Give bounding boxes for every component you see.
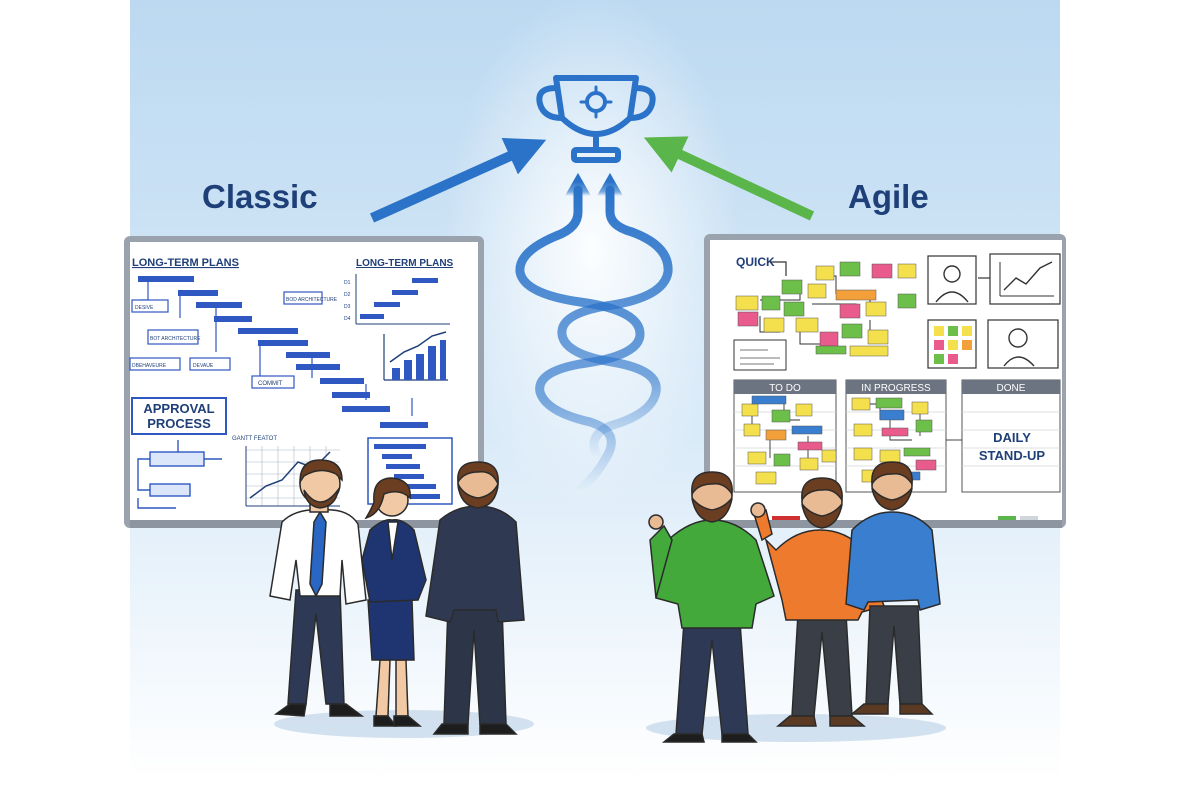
row-label-2: D2	[344, 292, 351, 298]
row-label-4: D4	[344, 316, 351, 322]
gantt-connectors	[140, 282, 413, 416]
center-glow	[442, 0, 742, 510]
classic-title-right: LONG-TERM PLANS	[356, 258, 454, 269]
trend-chart-icon	[989, 253, 1061, 305]
note-card	[733, 339, 787, 371]
row-label-3: D3	[344, 304, 351, 310]
box-label-3: BOD ARCHITECTURE	[286, 297, 338, 303]
column-done: DONE	[997, 383, 1026, 394]
daily-line-1: DAILY	[993, 430, 1031, 445]
sticky-notes-top	[735, 261, 917, 357]
woman-blue-suit	[361, 477, 427, 727]
agile-arrow	[643, 136, 815, 221]
classic-arrow	[369, 137, 547, 223]
line-chart: GANTT FEATOT	[232, 436, 340, 507]
man-dark-suit	[425, 461, 525, 735]
row-label-1: D1	[344, 280, 351, 286]
heading-classic: Classic	[202, 178, 318, 215]
classic-team	[269, 459, 525, 735]
approval-line-2: PROCESS	[147, 416, 211, 431]
face-sketch-icon	[987, 319, 1059, 369]
person-blue-hoodie	[845, 461, 941, 715]
trophy-icon	[536, 75, 656, 163]
person-green-hoodie	[648, 471, 775, 743]
approval-box	[131, 397, 227, 435]
man-white-shirt	[269, 459, 367, 717]
box-label-4: DBEHAVEURE	[132, 363, 167, 369]
approval-line-1: APPROVAL	[143, 401, 214, 416]
chart-label: GANTT FEATOT	[232, 436, 277, 442]
agile-team	[648, 461, 941, 743]
daily-line-2: STAND-UP	[979, 448, 1046, 463]
box-label-2: BOT ARCHITECTURE	[150, 336, 201, 342]
box-label-1: DESIVE	[135, 305, 154, 311]
winding-path	[515, 172, 673, 495]
growth-bar-chart	[383, 331, 448, 381]
quick-arrow	[770, 261, 787, 276]
mini-sticky-board	[927, 319, 977, 369]
marker-tray	[772, 516, 1038, 520]
column-todo: TO DO	[769, 383, 801, 394]
flowchart	[137, 440, 222, 509]
mini-gantt: D1 D2 D3 D4	[344, 274, 450, 325]
kanban-todo-notes	[741, 395, 837, 485]
quick-label: QUICK	[736, 255, 775, 269]
box-label-5: DEVAUE	[193, 363, 214, 369]
column-in-progress: IN PROGRESS	[861, 383, 931, 394]
person-sketch-icon	[927, 255, 977, 305]
process-boxes	[129, 291, 323, 389]
box-label-6: COMMIT	[258, 381, 283, 387]
gantt-bars	[138, 276, 428, 428]
classic-title-left: LONG-TERM PLANS	[132, 257, 239, 269]
heading-agile: Agile	[848, 178, 929, 215]
